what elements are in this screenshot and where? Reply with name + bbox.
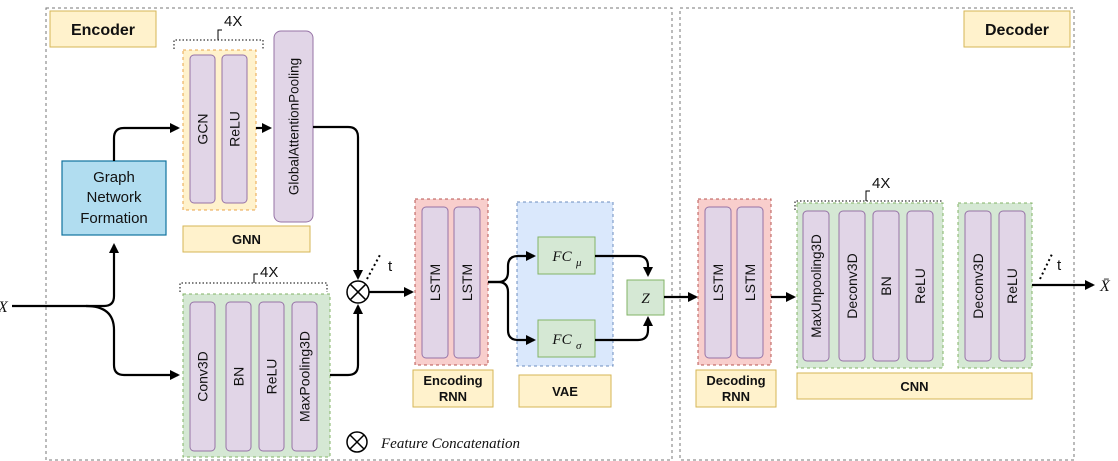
bn-label-decoder: BN [878,276,894,295]
deconv3d-label-1: Deconv3D [844,253,860,318]
deconv3d-layer-2 [964,210,992,362]
svg-text:Formation: Formation [80,210,148,227]
fc-mu-label: FC [551,249,572,265]
decoding-lstm-1 [704,206,732,359]
arrow-graph-to-gnn [112,123,180,161]
svg-text:Graph: Graph [93,169,135,186]
maxpooling3d-label: MaxPooling3D [297,331,313,422]
encoding-rnn-caption-box [412,369,494,408]
vae-caption-box [518,374,612,408]
cnn-encoder-repeat-label: 4X [260,264,278,281]
decoding-lstm-2-label: LSTM [742,264,758,301]
encoding-lstm-1-label: LSTM [427,264,443,301]
encoding-rnn-caption-line2: RNN [439,389,467,404]
conv3d-layer [189,301,216,452]
graph-network-formation-box: Graph Network Formation [61,160,167,236]
concat-legend-icon [346,431,368,453]
time-label-encoder: t [388,258,393,275]
relu-label-final: ReLU [1004,268,1020,304]
latent-z-box [626,279,665,316]
concat-legend-text: Feature Concatenation [380,436,520,452]
arrow-cnn-to-concat [330,304,363,377]
relu-label-decoder: ReLU [912,268,928,304]
bn-layer-decoder [872,210,900,362]
cnn-decoder-caption: CNN [900,379,928,394]
decoding-lstm-2 [736,206,764,359]
encoding-lstm-2 [453,206,481,359]
maxunpooling3d-layer [802,210,830,362]
encoding-rnn-caption-line1: Encoding [423,373,482,388]
maxunpooling3d-label: MaxUnpooling3D [809,234,824,338]
decoding-rnn-caption-line2: RNN [722,389,750,404]
deconv3d-label-2: Deconv3D [970,253,986,318]
fc-sigma-subscript: σ [576,340,582,352]
arrow-fc-mu-to-z [595,254,653,277]
fc-sigma-label: FC [551,332,572,348]
encoding-lstm-2-label: LSTM [459,264,475,301]
input-symbol: X [0,299,9,316]
fc-sigma-box [537,319,596,358]
deconv3d-layer-1 [838,210,866,362]
gnn-gcn-label: GCN [195,113,211,144]
fc-mu-subscript: μ [575,257,582,269]
gnn-relu-label: ReLU [227,111,243,147]
cnn-decoder-repeat-brace [794,200,943,210]
decoding-rnn-caption-line1: Decoding [706,373,765,388]
bn-layer-encoder [225,301,252,452]
gnn-gcn-layer [189,54,216,204]
vae-caption: VAE [552,384,578,399]
gnn-caption: GNN [232,232,261,247]
time-mark-decoder [1039,251,1054,280]
relu-layer-final [998,210,1026,362]
svg-text:Network: Network [86,189,142,206]
gnn-caption-box [182,225,311,253]
cnn-encoder-repeat-brace [179,282,328,292]
output-symbol: X̄ [1099,278,1111,295]
arrow-rnn-to-fc-sigma [488,280,536,345]
relu-layer-encoder [258,301,285,452]
latent-z-label: Z [641,291,650,307]
arrow-input-to-graph [86,243,119,308]
cnn-decoder-caption-box [796,372,1033,400]
conv3d-label: Conv3D [195,351,211,402]
relu-layer-decoder [906,210,934,362]
arrow-pooling-to-concat [313,125,363,280]
bn-label-encoder: BN [231,367,247,386]
gnn-repeat-brace [173,39,264,49]
decoder-title: Decoder [963,10,1071,48]
gnn-relu-layer [221,54,248,204]
svg-text:Decoder: Decoder [985,22,1049,39]
decoding-rnn-caption-box [695,369,777,408]
gnn-repeat-label: 4X [224,13,242,30]
arrow-fc-sigma-to-z [595,316,653,342]
relu-label-encoder: ReLU [264,359,280,395]
svg-text:Encoder: Encoder [71,22,135,39]
time-mark-encoder [366,252,382,280]
arrow-input-to-cnn [85,304,180,380]
cnn-decoder-repeat-label: 4X [872,175,890,192]
encoder-frame [45,7,673,461]
encoder-title: Encoder [49,10,157,48]
maxpooling3d-layer [291,301,318,452]
global-attention-pooling-label: GlobalAttentionPooling [287,58,302,195]
time-label-decoder: t [1057,257,1062,274]
fc-mu-box [537,236,596,275]
concat-operator [346,280,370,304]
decoding-lstm-1-label: LSTM [710,264,726,301]
decoder-frame [679,7,1075,461]
encoding-lstm-1 [421,206,449,359]
